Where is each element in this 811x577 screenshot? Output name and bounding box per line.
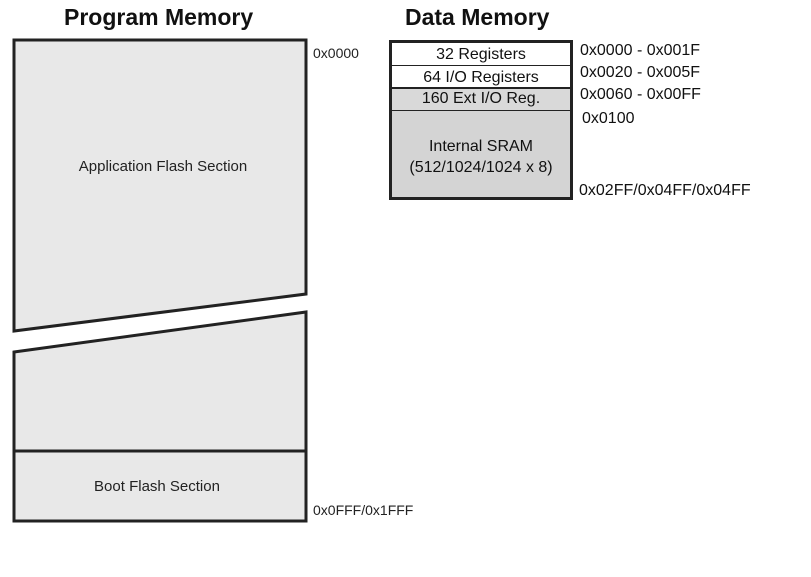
data-memory-title: Data Memory — [405, 4, 550, 30]
registers-32-region: 32 Registers — [392, 43, 570, 66]
io-registers-address-range: 0x0020 - 0x005F — [580, 64, 701, 81]
ext-io-registers-160-region: 160 Ext I/O Reg. — [392, 89, 570, 111]
program-memory-title: Program Memory — [64, 4, 254, 30]
sram-label: Internal SRAM — [428, 138, 534, 155]
sram-size-label: (512/1024/1024 x 8) — [409, 159, 553, 176]
registers-address-range: 0x0000 - 0x001F — [580, 42, 701, 59]
data-memory-block: 32 Registers 64 I/O Registers 160 Ext I/… — [389, 40, 573, 200]
program-end-address: 0x0FFF/0x1FFF — [313, 502, 414, 518]
application-flash-block — [12, 38, 308, 333]
sram-end-address: 0x02FF/0x04FF/0x04FF — [579, 182, 751, 199]
program-start-address: 0x0000 — [313, 45, 359, 61]
ext-io-address-range: 0x0060 - 0x00FF — [580, 86, 701, 103]
internal-sram-region: Internal SRAM (512/1024/1024 x 8) — [392, 111, 570, 197]
io-registers-64-region: 64 I/O Registers — [392, 66, 570, 89]
boot-flash-label: Boot Flash Section — [94, 478, 220, 495]
application-flash-label: Application Flash Section — [79, 158, 247, 175]
lower-flash-block — [12, 310, 308, 523]
sram-start-address: 0x0100 — [582, 110, 635, 127]
